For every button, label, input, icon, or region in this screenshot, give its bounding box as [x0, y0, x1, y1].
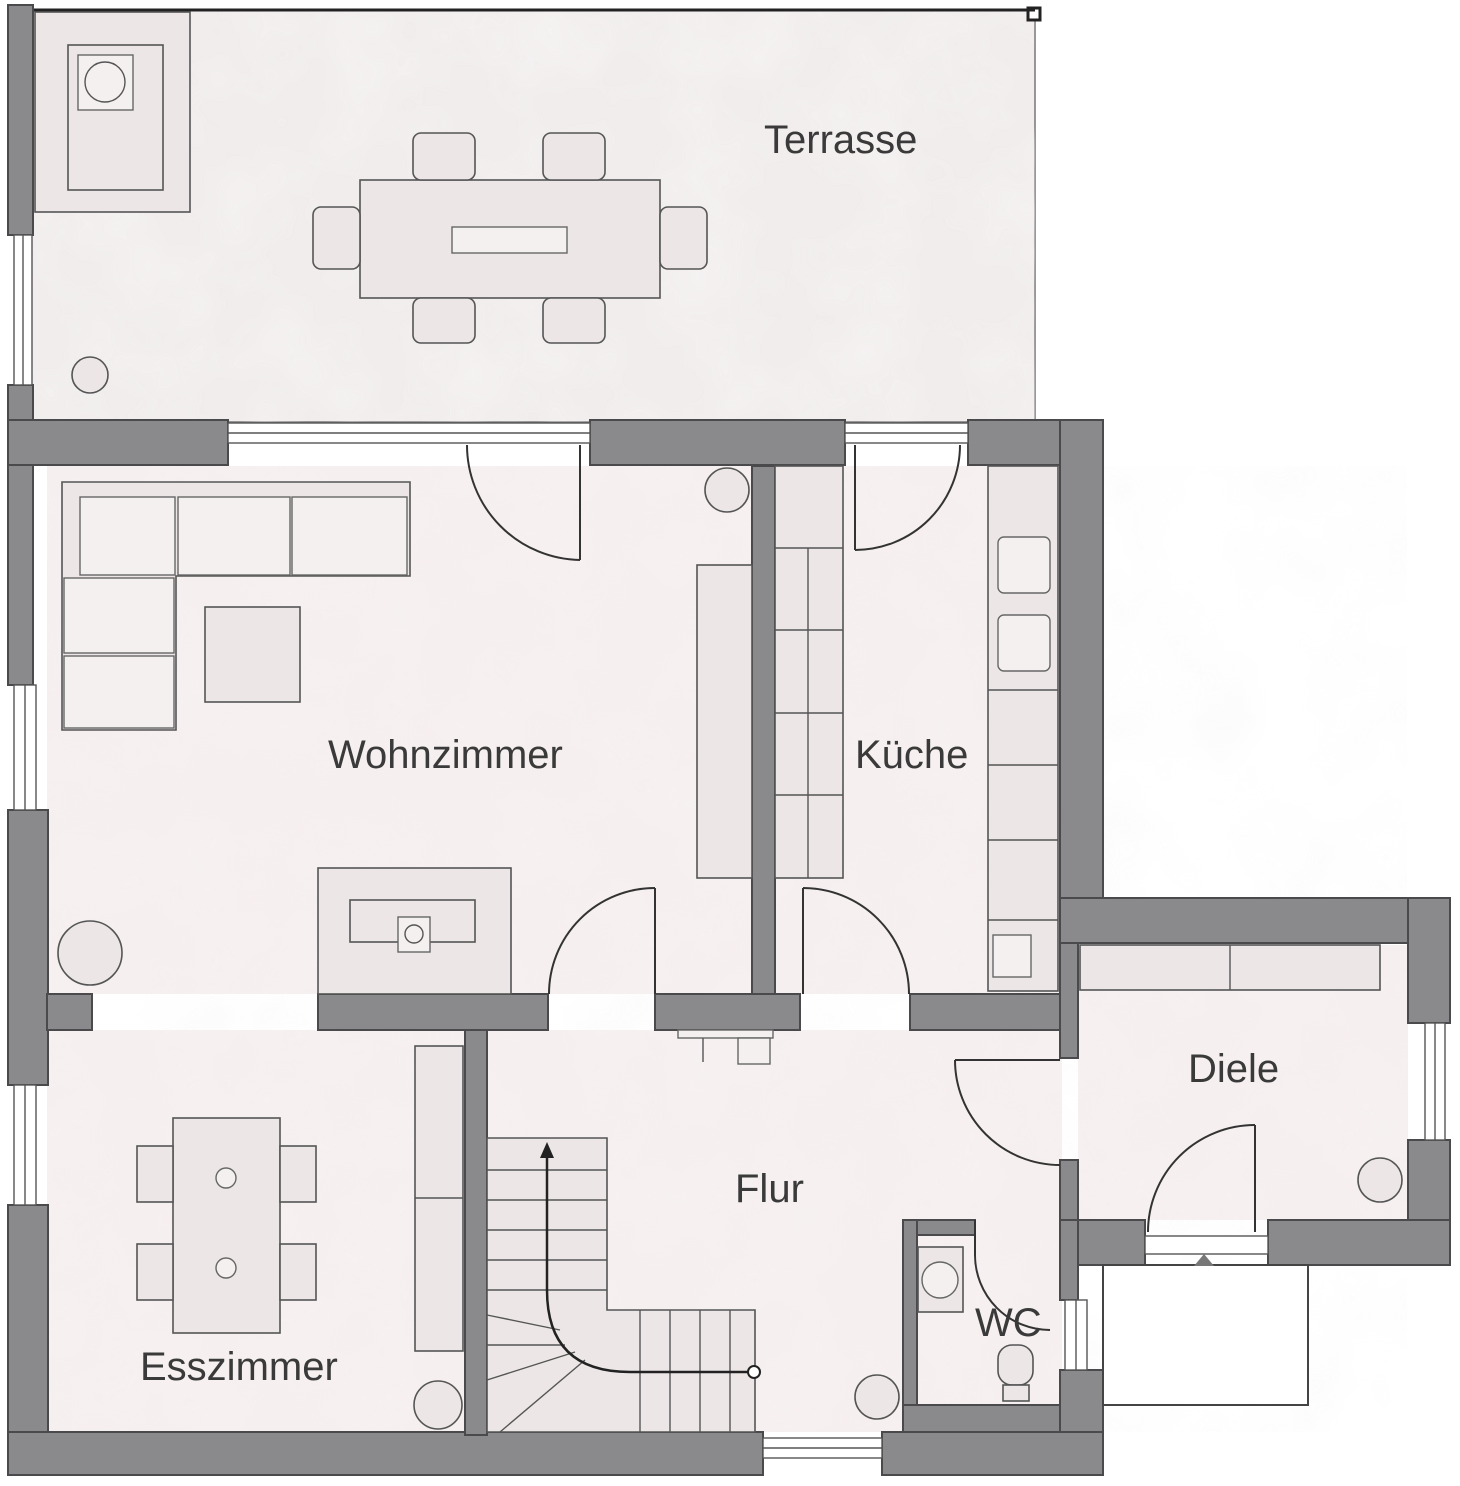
room-label-terrasse: Terrasse	[764, 118, 917, 162]
entrance-porch	[1102, 1235, 1309, 1406]
room-label-wohnzimmer: Wohnzimmer	[328, 733, 563, 777]
wc-fixtures	[917, 1246, 1034, 1402]
windows	[13, 234, 1446, 1459]
kitchen-furniture	[774, 465, 1059, 992]
room-label-kueche: Küche	[855, 733, 968, 777]
dining-room-furniture	[136, 1045, 464, 1430]
hallway-fixtures	[486, 1029, 900, 1433]
room-label-wc: WC	[975, 1301, 1042, 1345]
room-label-esszimmer: Esszimmer	[140, 1345, 338, 1389]
room-labels: Terrasse Wohnzimmer Küche Diele Flur Ess…	[140, 118, 1279, 1389]
doors	[466, 444, 1256, 1331]
interior-walls	[46, 465, 1079, 1436]
terrace-area	[29, 6, 1042, 423]
diele-fixtures	[1079, 944, 1403, 1203]
terrace-furniture	[34, 11, 708, 394]
exterior-walls	[7, 4, 1451, 1476]
room-label-flur: Flur	[735, 1167, 804, 1211]
living-room-furniture	[57, 467, 753, 995]
room-label-diele: Diele	[1188, 1047, 1279, 1091]
